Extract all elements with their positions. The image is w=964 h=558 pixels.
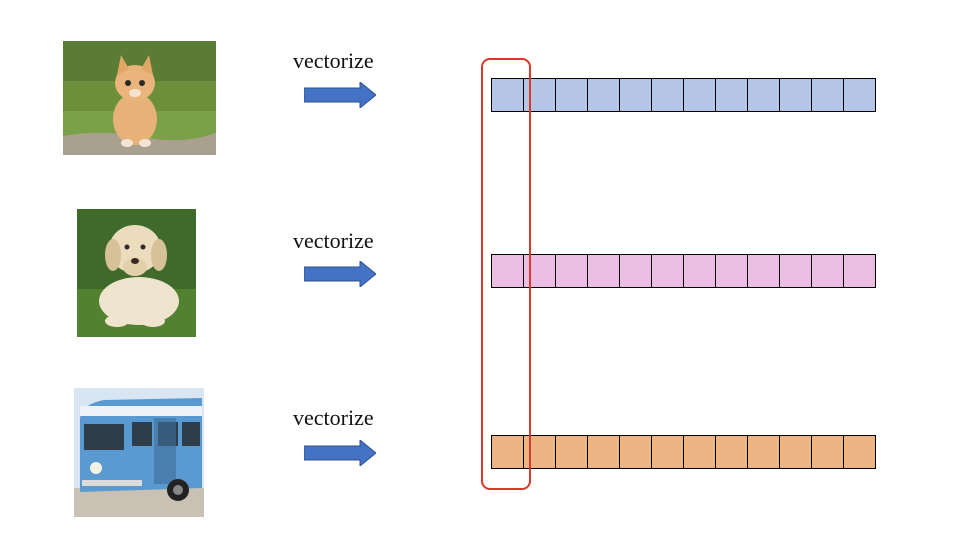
vector-cell <box>587 435 621 469</box>
feature-vector <box>491 435 877 469</box>
vector-cell <box>779 254 813 288</box>
vector-cell <box>619 78 653 112</box>
right-arrow-icon <box>304 440 376 466</box>
vector-cell <box>747 254 781 288</box>
vector-cell <box>555 78 589 112</box>
vector-cell <box>843 435 877 469</box>
first-column-highlight <box>481 58 531 490</box>
vector-cell <box>619 435 653 469</box>
vector-cell <box>587 78 621 112</box>
vector-cell <box>811 78 845 112</box>
vector-cell <box>523 254 557 288</box>
feature-vector <box>491 78 877 112</box>
vector-cell <box>747 78 781 112</box>
vector-cell <box>715 78 749 112</box>
vector-cell <box>491 78 525 112</box>
vector-cell <box>843 78 877 112</box>
vector-cell <box>651 254 685 288</box>
right-arrow-icon <box>304 261 376 287</box>
vector-cell <box>811 435 845 469</box>
vector-cell <box>491 254 525 288</box>
vector-cell <box>683 78 717 112</box>
right-arrow-icon <box>304 82 376 108</box>
feature-vector <box>491 254 877 288</box>
vector-cell <box>811 254 845 288</box>
vectorize-label: vectorize <box>293 405 374 430</box>
vector-cell <box>619 254 653 288</box>
vector-cell <box>555 254 589 288</box>
dog-photo <box>77 209 196 337</box>
vector-cell <box>747 435 781 469</box>
vector-cell <box>715 435 749 469</box>
vector-cell <box>651 435 685 469</box>
vector-cell <box>715 254 749 288</box>
vector-cell <box>779 78 813 112</box>
vector-cell <box>555 435 589 469</box>
vector-cell <box>683 435 717 469</box>
bus-photo <box>74 388 204 517</box>
vectorize-label: vectorize <box>293 48 374 73</box>
vector-cell <box>843 254 877 288</box>
vector-cell <box>683 254 717 288</box>
vector-cell <box>779 435 813 469</box>
vector-cell <box>587 254 621 288</box>
vectorize-label: vectorize <box>293 228 374 253</box>
kitten-photo <box>63 41 216 155</box>
vector-cell <box>651 78 685 112</box>
